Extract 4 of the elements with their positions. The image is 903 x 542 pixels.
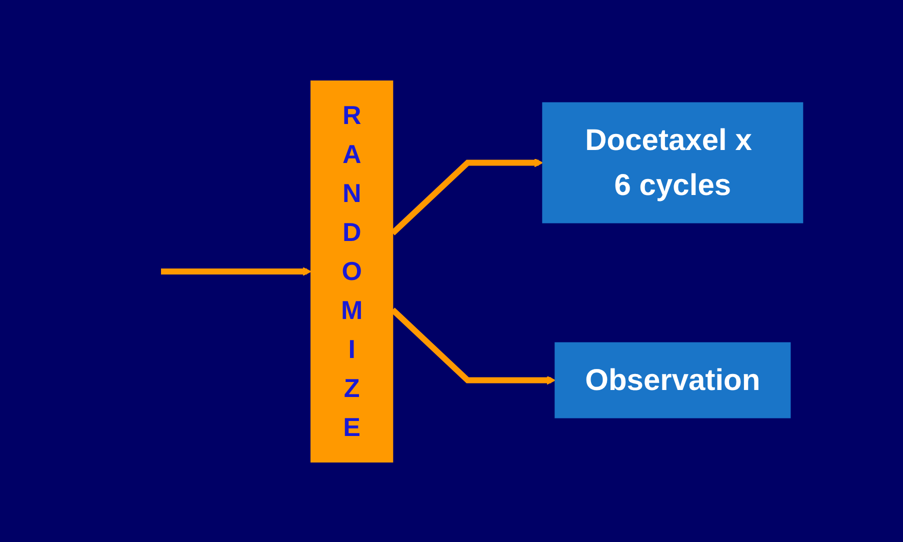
node-box: Docetaxel x 6 cycles	[542, 102, 803, 223]
node-box: RANDOMIZE	[310, 80, 393, 462]
arrow	[160, 266, 312, 276]
node-box: Observation	[554, 342, 790, 418]
